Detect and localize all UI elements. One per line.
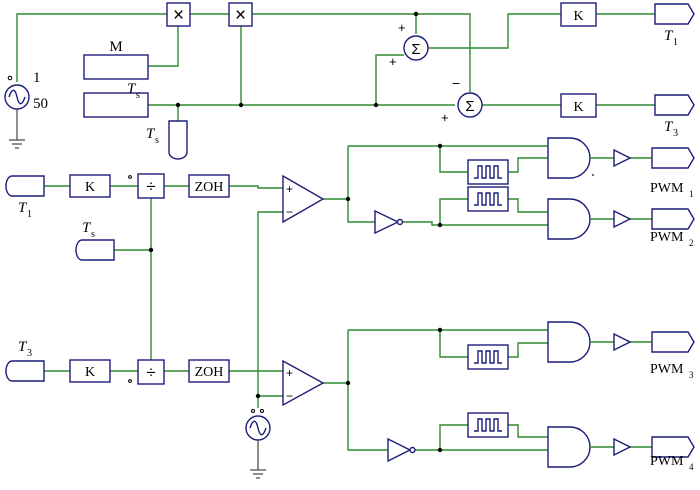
divider-2: ÷ [128,359,165,385]
comparator-1-minus: − [286,205,293,219]
ts-label-main: T [127,81,137,97]
summer-1: Σ + + [389,20,429,69]
buffer-3 [613,332,632,352]
divider-1-symbol: ÷ [146,177,155,196]
buffer-4 [613,437,632,457]
tag-t1-out: T 1 [654,3,695,48]
and-gate-2 [547,198,591,240]
pulse-block-2 [467,186,509,212]
pwm-4-main: PWM [650,454,684,469]
summer-2-symbol: Σ [465,98,474,115]
tag-t3-out: T 3 [654,94,695,139]
multiplier-2-symbol: × [235,5,246,26]
pwm-3-main: PWM [650,362,684,377]
summer-1-plus-top: + [398,20,406,35]
tag-ts-in-sub: s [91,229,95,240]
source-amplitude: 1 [33,70,41,86]
summer-1-symbol: Σ [411,41,420,58]
zoh-1-label: ZOH [195,180,224,195]
ts-probe: T s [146,120,188,160]
gain-k-mid-1-label: K [85,180,95,195]
comparator-2-minus: − [286,389,293,403]
m-constant-block: M [83,39,149,80]
tag-t1-in: T 1 [5,175,45,220]
summer-2: Σ − + [441,75,483,125]
gain-k-mid-1: K [69,174,111,198]
buffer-2 [613,209,632,229]
tag-t3-in-sub: 3 [27,348,32,359]
not-gate-1 [374,209,404,235]
summer-2-minus: − [452,75,460,91]
zoh-1: ZOH [188,174,230,198]
summer-2-plus: + [441,110,449,125]
source-frequency: 50 [33,96,48,112]
gain-k-mid-2: K [69,359,111,383]
comparator-1-plus: + [286,182,293,196]
multiplier-1: × [166,2,191,27]
tag-ts-in: T s [75,220,115,261]
pulse-block-3 [467,344,509,370]
tag-t3-out-sub: 3 [673,128,678,139]
tag-t3-out-main: T [664,119,674,135]
zoh-2: ZOH [188,359,230,383]
summer-1-plus-left: + [389,54,397,69]
and-gate-1 [547,137,594,179]
multiplier-2: × [228,2,253,27]
divider-1: ÷ [128,173,165,199]
zoh-2-label: ZOH [195,365,224,380]
pwm-output-4: PWM 4 [650,436,695,472]
tag-t3-in: T 3 [5,339,45,382]
tag-t1-in-sub: 1 [27,209,32,220]
pwm-1-main: PWM [650,181,684,196]
tag-t3-in-main: T [18,339,28,355]
ts-probe-label-main: T [146,126,156,142]
output-wires [590,157,652,448]
tag-ts-in-main: T [82,220,92,236]
gain-k-top-2: K [560,93,597,118]
pwm-output-1: PWM 1 [650,147,695,199]
pulse-block-1 [467,159,509,185]
pulse-block-4 [467,412,509,438]
pwm-2-main: PWM [650,230,684,245]
gain-k-top-1: K [560,2,597,27]
ts-constant-block: T s [83,81,149,118]
gain-k-mid-2-label: K [85,365,95,380]
tag-t1-out-main: T [664,28,674,44]
pwm-1-sub: 1 [689,189,694,199]
divider-2-symbol: ÷ [146,363,155,382]
comparator-1: + − [282,174,325,224]
tag-t1-out-sub: 1 [673,37,678,48]
pwm-output-2: PWM 2 [650,208,695,248]
wires [16,13,655,451]
ts-probe-label-sub: s [155,135,159,146]
pwm-4-sub: 4 [689,462,694,472]
gain-k-top-2-label: K [573,100,583,115]
and-gate-4 [547,426,591,468]
and-gate-3 [547,321,591,363]
gain-k-top-1-label: K [573,9,583,24]
not-gate-2 [387,437,416,463]
triangle-source [245,409,271,479]
comparator-2-plus: + [286,366,293,380]
junction-dots [148,11,443,453]
pwm-output-3: PWM 3 [650,331,695,380]
tag-t1-in-main: T [18,200,28,216]
pwm-3-sub: 3 [689,370,694,380]
buffer-1 [613,148,632,168]
multiplier-1-symbol: × [173,5,184,26]
m-label: M [109,39,122,55]
pwm-2-sub: 2 [689,238,694,248]
ts-label-sub: s [136,90,140,101]
sine-source: 1 50 [4,70,48,149]
comparator-2: + − [282,359,325,407]
